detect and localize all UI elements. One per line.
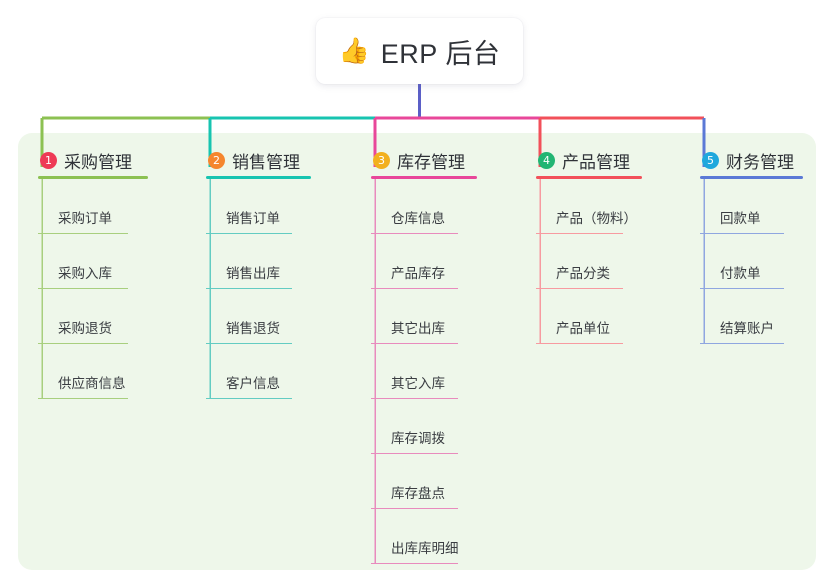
leaf-node[interactable]: 库存调拨: [371, 399, 477, 454]
leaf-node-underline: [700, 287, 784, 289]
leaf-node-label: 采购入库: [58, 266, 112, 281]
leaf-node-underline: [536, 232, 623, 234]
leaf-node[interactable]: 出库库明细: [371, 509, 477, 564]
leaf-node[interactable]: 回款单: [700, 179, 803, 234]
leaf-node-underline: [700, 232, 784, 234]
leaf-node-underline: [371, 287, 458, 289]
root-node-title: ERP 后台: [380, 38, 501, 69]
leaf-node-label: 其它出库: [391, 321, 445, 336]
branch-number-badge: 4: [538, 151, 555, 169]
branch-title: 采购管理: [64, 152, 132, 172]
branch-number-badge: 2: [208, 151, 225, 169]
leaf-node[interactable]: 供应商信息: [38, 344, 148, 399]
leaf-node[interactable]: 其它出库: [371, 289, 477, 344]
leaf-node-label: 出库库明细: [391, 541, 459, 556]
leaf-node[interactable]: 产品单位: [536, 289, 642, 344]
leaf-node[interactable]: 产品分类: [536, 234, 642, 289]
leaf-node-underline: [206, 287, 292, 289]
leaf-node-underline: [371, 397, 458, 399]
branch-header-underline: [371, 176, 477, 179]
leaf-node[interactable]: 付款单: [700, 234, 803, 289]
leaf-node-underline: [536, 287, 623, 289]
leaf-node-underline: [371, 562, 458, 564]
leaf-node-underline: [38, 342, 128, 344]
branch-header-underline: [38, 176, 148, 179]
branch-title: 销售管理: [232, 152, 300, 172]
leaf-node-underline: [206, 397, 292, 399]
leaf-node[interactable]: 仓库信息: [371, 179, 477, 234]
leaf-node[interactable]: 采购退货: [38, 289, 148, 344]
leaf-node-underline: [38, 232, 128, 234]
branch-header-underline: [700, 176, 803, 179]
branch-number-badge: 3: [373, 151, 390, 169]
leaf-node-underline: [206, 342, 292, 344]
leaf-node[interactable]: 结算账户: [700, 289, 803, 344]
leaf-node[interactable]: 产品（物料）: [536, 179, 642, 234]
leaf-node-label: 客户信息: [226, 376, 280, 391]
branch-header-4[interactable]: 4 产品管理: [536, 147, 642, 173]
leaf-node-underline: [371, 507, 458, 509]
leaf-node[interactable]: 库存盘点: [371, 454, 477, 509]
leaf-node-label: 其它入库: [391, 376, 445, 391]
leaf-node[interactable]: 采购入库: [38, 234, 148, 289]
branch-header-1[interactable]: 1 采购管理: [38, 147, 148, 173]
leaf-node-label: 产品库存: [391, 266, 445, 281]
leaf-node-underline: [371, 342, 458, 344]
leaf-node-underline: [700, 342, 784, 344]
leaf-node-underline: [206, 232, 292, 234]
leaf-node-underline: [371, 452, 458, 454]
branch-number-badge: 1: [40, 151, 57, 169]
leaf-node-label: 采购退货: [58, 321, 112, 336]
branch-header-underline: [536, 176, 642, 179]
leaf-node-label: 回款单: [720, 211, 761, 226]
branch-column-4: 4 产品管理产品（物料） 产品分类产品单位: [536, 147, 642, 344]
leaf-node-label: 销售订单: [226, 211, 280, 226]
branch-header-5[interactable]: 5 财务管理: [700, 147, 803, 173]
leaf-node-label: 采购订单: [58, 211, 112, 226]
root-node[interactable]: 👍 ERP 后台: [316, 18, 523, 84]
branch-header-2[interactable]: 2 销售管理: [206, 147, 311, 173]
branch-column-1: 1 采购管理采购订单采购入库采购退货供应商信息: [38, 147, 148, 399]
leaf-node[interactable]: 客户信息: [206, 344, 311, 399]
leaf-node-label: 产品（物料）: [556, 211, 637, 226]
thumbs-up-icon: 👍: [338, 36, 370, 65]
diagram-background-panel: [18, 133, 816, 570]
branch-title: 财务管理: [726, 152, 794, 172]
leaf-node-label: 库存盘点: [391, 486, 445, 501]
leaf-node-underline: [371, 232, 458, 234]
leaf-node-label: 付款单: [720, 266, 761, 281]
branch-header-3[interactable]: 3 库存管理: [371, 147, 477, 173]
leaf-node-label: 库存调拨: [391, 431, 445, 446]
leaf-node-label: 销售出库: [226, 266, 280, 281]
leaf-node[interactable]: 其它入库: [371, 344, 477, 399]
leaf-node[interactable]: 销售出库: [206, 234, 311, 289]
leaf-node-label: 供应商信息: [58, 376, 126, 391]
leaf-node-underline: [38, 397, 128, 399]
leaf-node[interactable]: 销售退货: [206, 289, 311, 344]
branch-column-3: 3 库存管理仓库信息产品库存其它出库其它入库库存调拨库存盘点出库库明细: [371, 147, 477, 564]
leaf-node-label: 产品单位: [556, 321, 610, 336]
leaf-node-underline: [38, 287, 128, 289]
leaf-node-label: 产品分类: [556, 266, 610, 281]
leaf-node[interactable]: 采购订单: [38, 179, 148, 234]
branch-title: 库存管理: [397, 152, 465, 172]
leaf-node-underline: [536, 342, 623, 344]
branch-header-underline: [206, 176, 311, 179]
branch-column-5: 5 财务管理回款单付款单结算账户: [700, 147, 803, 344]
leaf-node-label: 仓库信息: [391, 211, 445, 226]
branch-column-2: 2 销售管理销售订单销售出库销售退货客户信息: [206, 147, 311, 399]
branch-number-badge: 5: [702, 151, 719, 169]
leaf-node-label: 销售退货: [226, 321, 280, 336]
leaf-node[interactable]: 产品库存: [371, 234, 477, 289]
leaf-node-label: 结算账户: [720, 321, 774, 336]
branch-title: 产品管理: [562, 152, 630, 172]
leaf-node[interactable]: 销售订单: [206, 179, 311, 234]
